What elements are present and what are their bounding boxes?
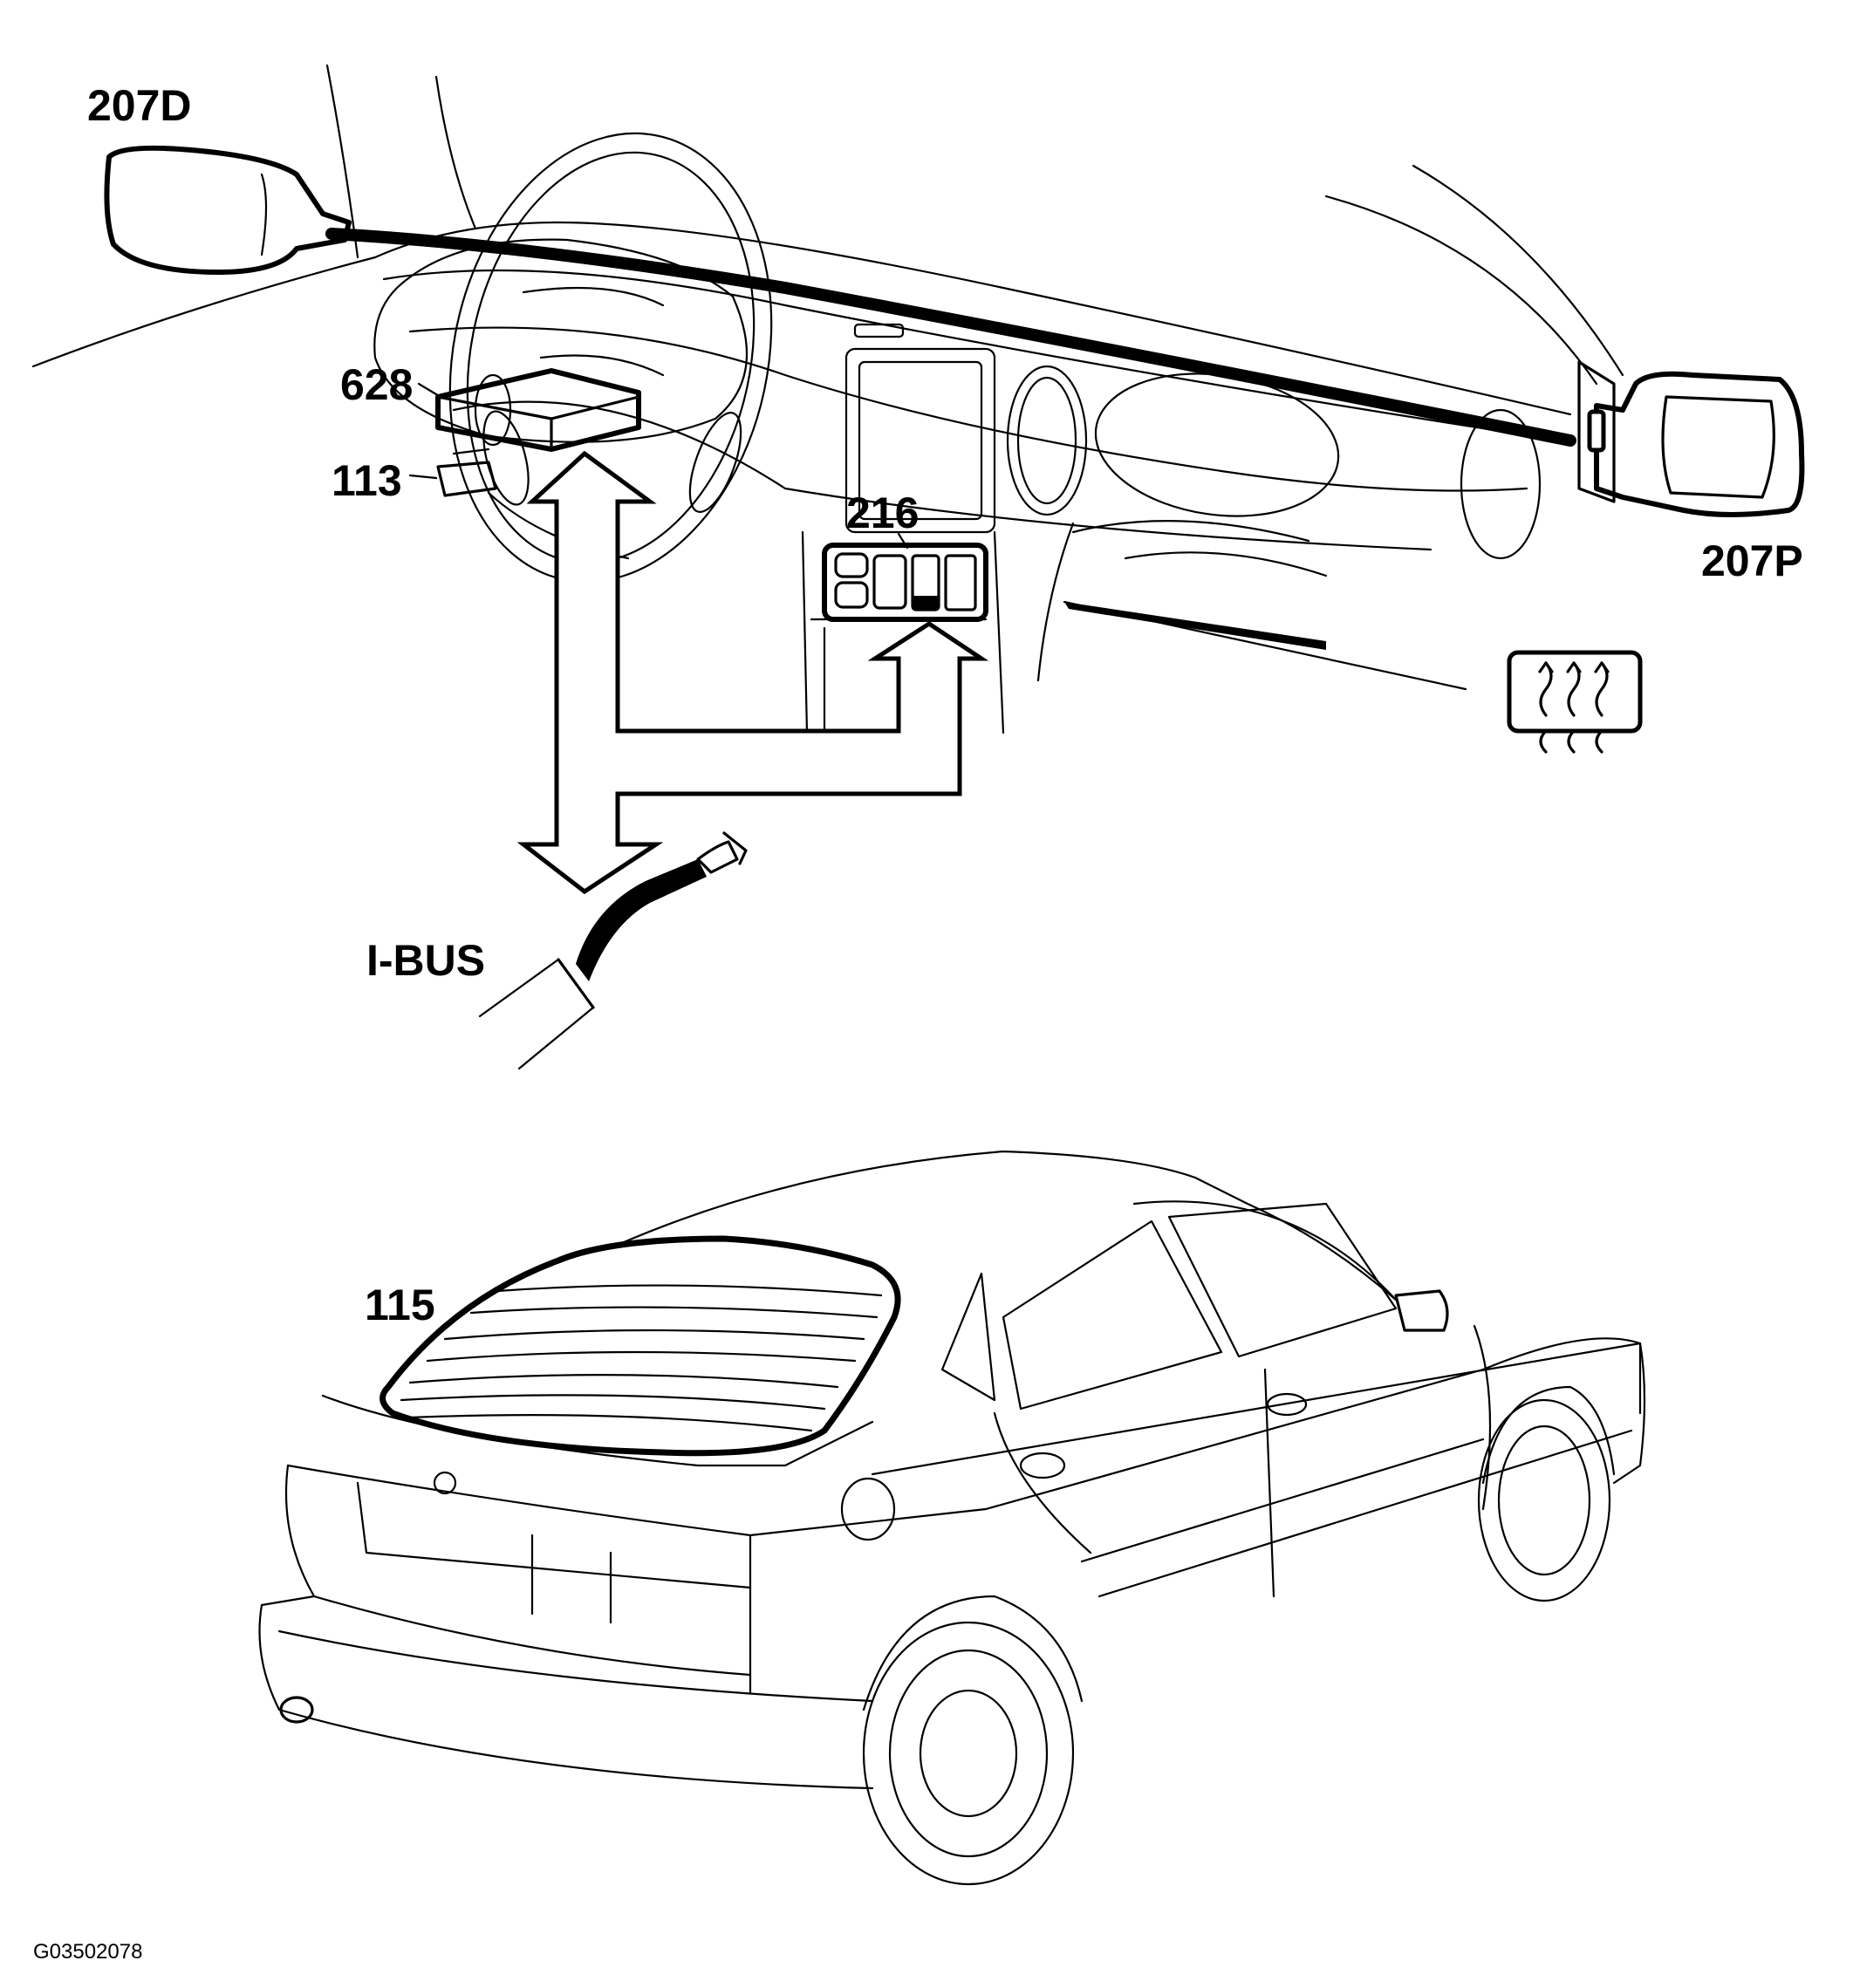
left-mirror-207D [104,145,352,275]
label-216: 216 [846,488,919,537]
label-628: 628 [340,360,413,409]
label-207D: 207D [87,81,192,130]
dashboard-illustration [31,64,1805,1070]
rear-window-defroster-icon [1507,650,1643,754]
leader-628 [417,382,442,399]
label-115: 115 [365,1281,435,1329]
i-bus-connection-arrows [516,450,989,895]
rear-window-115 [379,1235,901,1457]
control-module-628 [435,368,641,452]
switch-113 [436,447,497,497]
car-illustration [258,1150,1646,1886]
right-mirror-207P [1577,360,1805,517]
climate-control-panel-216 [822,543,988,622]
label-i-bus: I-BUS [366,936,485,985]
figure-code: G03502078 [33,1940,142,1964]
label-113: 113 [332,456,402,505]
label-207P: 207P [1701,536,1803,585]
leader-113 [408,474,438,480]
leader-216 [897,532,909,550]
i-bus-cable [478,831,748,1070]
